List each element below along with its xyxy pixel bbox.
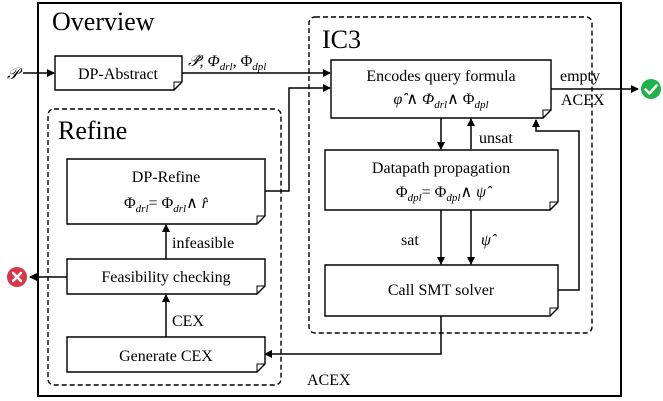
arrow-smt-to-generate-cex [264,316,442,358]
arrow-smt-to-encodes [532,119,580,291]
empty-label: empty [560,68,600,85]
check-circle-icon [641,79,661,99]
x-circle-icon [7,267,27,287]
dp-abstract-node: DP-Abstract [54,55,183,91]
datapath-propagation-formula: Φdpl= Φdpl∧ ψ̂ [396,184,492,204]
infeasible-label: infeasible [172,235,234,252]
datapath-propagation-node: Datapath propagation Φdpl= Φdpl∧ ψ̂ [324,149,559,211]
acex-bottom-label: ACEX [307,372,351,389]
refine-frame: Refine [47,108,282,386]
feasibility-checking-label: Feasibility checking [101,269,230,286]
arrow-refine-to-encodes [265,84,331,192]
encodes-query-label: Encodes query formula [366,68,515,85]
ic3-title: IC3 [322,25,361,54]
call-smt-solver-label: Call SMT solver [388,282,495,299]
generate-cex-node: Generate CEX [66,336,266,373]
acex-top-label: ACEX [561,92,605,109]
unsat-label: unsat [479,130,513,147]
refine-title: Refine [58,116,127,145]
dp-refine-formula: Φdrl= Φdrl∧ r̂ [124,195,209,215]
sat-label: sat [401,232,419,249]
cex-label: CEX [172,313,204,330]
abstract-output-label: 𝒫̂, Φdrl, Φdpl [188,53,266,73]
feasibility-checking-node: Feasibility checking [66,258,266,295]
generate-cex-label: Generate CEX [119,348,213,365]
encodes-query-node: Encodes query formula φ̂ ∧ Φdrl∧ Φdpl [330,59,552,119]
overview-frame: Overview [37,2,622,397]
psi-label: ψ̂ [481,232,497,249]
dp-abstract-label: DP-Abstract [78,66,159,83]
input-p-symbol: 𝒫 [7,66,23,83]
dp-refine-node: DP-Refine Φdrl= Φdrl∧ r̂ [66,158,266,225]
overview-title: Overview [52,7,155,36]
call-smt-solver-node: Call SMT solver [324,264,559,317]
encodes-query-formula: φ̂ ∧ Φdrl∧ Φdpl [393,91,488,111]
ic3-frame: IC3 [308,16,593,334]
dp-refine-label: DP-Refine [132,169,200,186]
datapath-propagation-label: Datapath propagation [372,160,510,177]
